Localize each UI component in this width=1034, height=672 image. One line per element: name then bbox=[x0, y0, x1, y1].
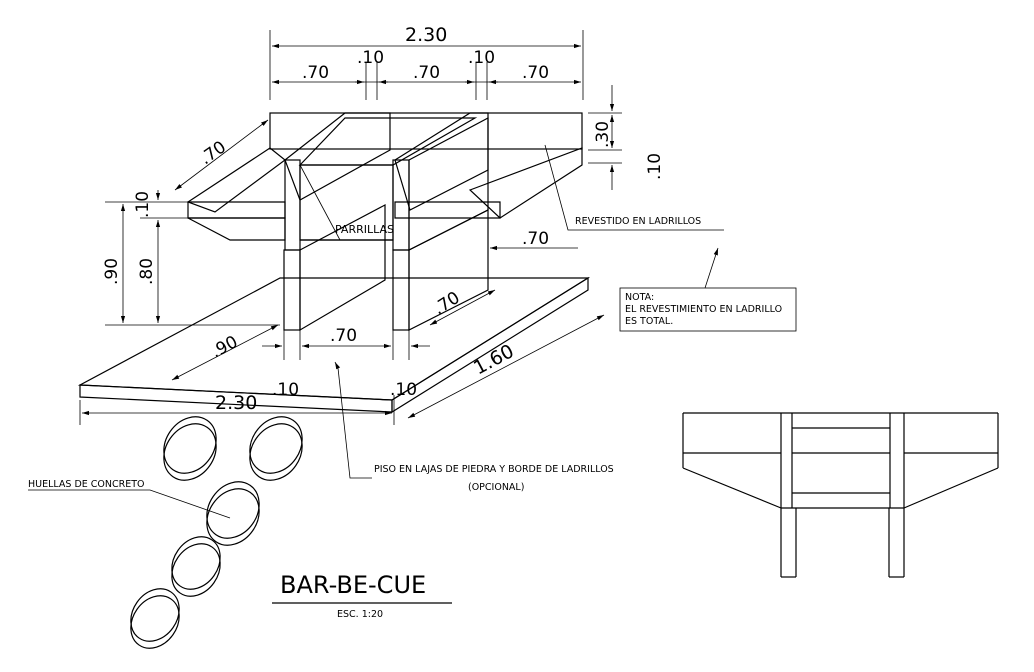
dim-top-gap2: .10 bbox=[468, 48, 495, 68]
dim-base-230: 2.30 bbox=[215, 392, 257, 414]
dim-top-gap1: .10 bbox=[357, 48, 384, 68]
dim-base-70: .70 bbox=[330, 326, 357, 346]
dim-right-70: .70 bbox=[522, 229, 549, 249]
dim-base-10a: .10 bbox=[272, 380, 299, 400]
drawing-scale: ESC. 1:20 bbox=[337, 609, 383, 620]
dim-top-seg1: .70 bbox=[302, 63, 329, 83]
concrete-footprints bbox=[130, 416, 303, 649]
dim-right-30: .30 bbox=[593, 121, 613, 148]
mid-dimensions bbox=[429, 245, 578, 326]
dim-right-10: .10 bbox=[645, 153, 665, 180]
floor-label-line2: (OPCIONAL) bbox=[468, 482, 524, 493]
base-dimensions bbox=[79, 314, 605, 425]
note-line2: ES TOTAL. bbox=[625, 316, 673, 327]
dim-base-160: 1.60 bbox=[470, 340, 518, 379]
note-title: NOTA: bbox=[625, 292, 654, 303]
left-dimensions bbox=[105, 119, 280, 326]
dim-top-seg2: .70 bbox=[413, 63, 440, 83]
dim-height-80: .80 bbox=[137, 258, 157, 285]
bbq-body bbox=[186, 112, 583, 251]
floor-label-line1: PISO EN LAJAS DE PIEDRA Y BORDE DE LADRI… bbox=[374, 464, 614, 475]
dim-base-10b: .10 bbox=[390, 380, 417, 400]
grill-label: PARRILLAS bbox=[335, 223, 394, 236]
top-dimensions bbox=[269, 30, 584, 100]
dim-top-seg3: .70 bbox=[522, 63, 549, 83]
dim-left-depth: .70 bbox=[196, 137, 230, 169]
drawing-title: BAR-BE-CUE bbox=[280, 571, 426, 599]
right-dimensions bbox=[588, 85, 622, 190]
cladding-label: REVESTIDO EN LADRILLOS bbox=[575, 216, 701, 227]
dim-height-90: .90 bbox=[102, 258, 122, 285]
front-elevation bbox=[682, 412, 999, 578]
dim-top-total: 2.30 bbox=[405, 24, 447, 46]
leaders bbox=[28, 144, 724, 519]
dim-base-90: .90 bbox=[208, 332, 241, 362]
dim-inner-70: .70 bbox=[430, 288, 464, 319]
note-line1: EL REVESTIMIENTO EN LADRILLO bbox=[625, 304, 782, 315]
footprints-label: HUELLAS DE CONCRETO bbox=[28, 479, 145, 490]
dim-left-10: .10 bbox=[133, 191, 153, 218]
note-box bbox=[619, 287, 797, 332]
